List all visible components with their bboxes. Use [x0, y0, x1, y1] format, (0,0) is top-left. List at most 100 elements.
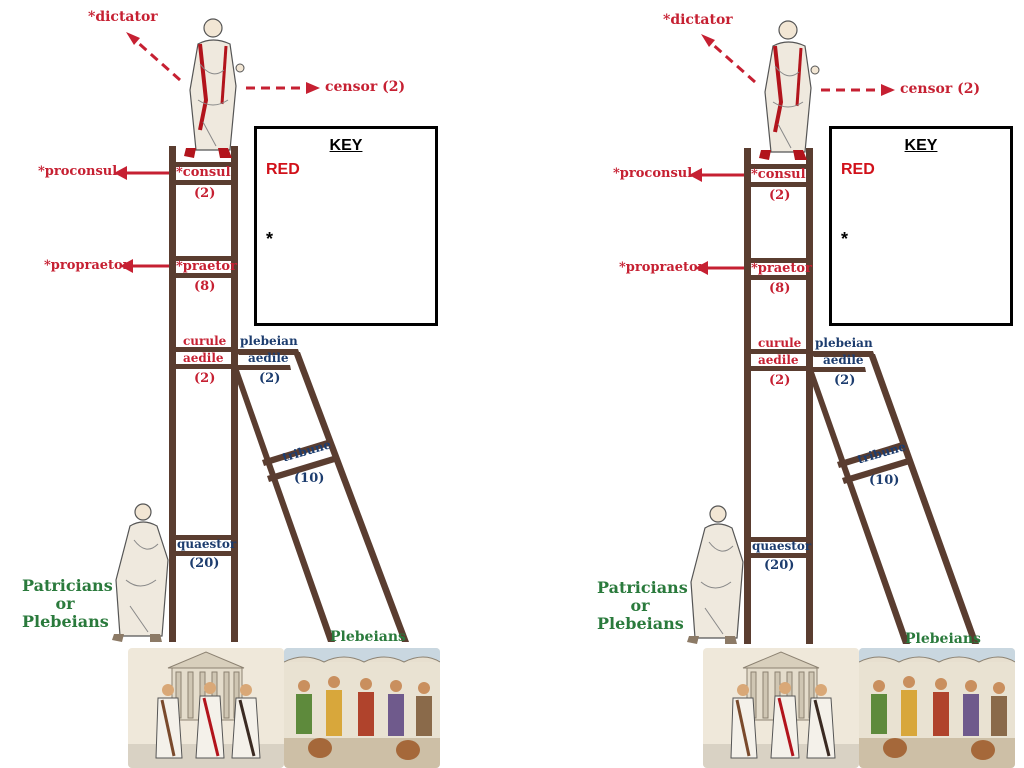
rung-praetor-bottom: [744, 275, 813, 280]
plebeian-market-image: [859, 648, 1015, 768]
key-title: KEY: [904, 137, 938, 154]
rung-aedile-top: [169, 347, 238, 352]
office-dictator: *dictator: [663, 12, 733, 28]
branch-top-rung: [233, 349, 300, 355]
office-curule-line2: aedile: [183, 351, 224, 365]
cursus-honorum-ladder-copy: [687, 20, 979, 644]
office-quaestor-count: (20): [764, 558, 795, 573]
ladder-rail-right: [231, 146, 238, 642]
rung-tribune-bottom: [842, 458, 910, 484]
ladder-panel-right: *dictator censor (2) *proconsul *consul …: [575, 0, 1024, 768]
office-plebeian-count: (2): [834, 373, 856, 388]
key-star-label: *: [266, 229, 274, 249]
office-consul-count: (2): [769, 188, 791, 203]
office-curule-line1: curule: [183, 334, 227, 348]
rung-praetor-bottom: [169, 273, 238, 278]
office-praetor-count: (8): [194, 279, 216, 294]
office-curule-count: (2): [194, 371, 216, 386]
office-plebeian-line2: aedile: [248, 351, 289, 365]
office-plebeian-line2: aedile: [823, 353, 864, 367]
rung-consul-top: [169, 162, 238, 167]
office-praetor-count: (8): [769, 281, 791, 296]
rung-quaestor-top: [169, 535, 238, 540]
group-patricians-line1: Patricians: [22, 576, 113, 595]
office-tribune-count: (10): [294, 471, 325, 486]
rung-consul-top: [744, 164, 813, 169]
group-patricians-line2: or: [55, 594, 75, 613]
rung-tribune-top: [837, 442, 904, 468]
key-box: KEY RED *: [829, 126, 1013, 326]
group-patricians-line3: Plebeians: [22, 612, 109, 631]
cursus-honorum-ladder: [112, 18, 409, 642]
office-propraetor: *propraetor: [44, 258, 130, 273]
office-plebeian-line1: plebeian: [240, 334, 298, 348]
office-praetor: *praetor: [176, 259, 237, 274]
rung-praetor-top: [169, 256, 238, 261]
office-quaestor-count: (20): [189, 556, 220, 571]
statesman-figure-bottom: [112, 503, 169, 642]
branch-aedile-rung: [808, 367, 866, 372]
rung-praetor-top: [744, 258, 813, 263]
rung-aedile-top: [744, 349, 813, 354]
ladder-rail-left: [169, 146, 176, 642]
statesman-figure-bottom: [687, 505, 744, 644]
key-title: KEY: [329, 137, 363, 154]
rung-tribune-top: [262, 440, 329, 466]
branch-top-rung: [808, 351, 875, 357]
rung-aedile-bottom: [169, 364, 238, 369]
rung-quaestor-top: [744, 537, 813, 542]
office-proconsul: *proconsul: [38, 164, 118, 179]
ladder-panel-left: *dictator censor (2) *proconsul *consul …: [22, 9, 440, 768]
key-box: KEY RED *: [254, 126, 438, 326]
office-consul: *consul: [176, 165, 231, 180]
office-censor: censor (2): [325, 79, 406, 95]
rung-consul-bottom: [744, 182, 813, 187]
group-plebeians: Plebeians: [330, 629, 406, 645]
office-curule-count: (2): [769, 373, 791, 388]
rung-quaestor-bottom: [744, 553, 813, 558]
key-star-label: *: [841, 229, 849, 249]
arrow-proconsul-head: [114, 166, 127, 180]
group-patricians-line2: or: [630, 596, 650, 615]
rung-aedile-bottom: [744, 366, 813, 371]
office-plebeian-line1: plebeian: [815, 336, 873, 350]
ladder-rail-left: [744, 148, 751, 644]
rung-quaestor-bottom: [169, 551, 238, 556]
office-propraetor: *propraetor: [619, 260, 705, 275]
branch-rail-outer: [293, 352, 409, 642]
office-consul: *consul: [751, 167, 806, 182]
office-plebeian-count: (2): [259, 371, 281, 386]
patrician-scene-image: [703, 648, 859, 768]
office-praetor: *praetor: [751, 261, 812, 276]
arrow-dictator-line: [134, 38, 181, 82]
office-consul-count: (2): [194, 186, 216, 201]
office-censor: censor (2): [900, 81, 981, 97]
statesman-figure-top: [184, 18, 245, 158]
key-red-label: RED: [266, 161, 300, 178]
statesman-figure-top: [759, 20, 820, 160]
branch-aedile-rung: [233, 365, 291, 370]
branch-rail-outer: [868, 354, 979, 644]
group-plebeians: Plebeians: [905, 631, 981, 647]
branch-rail-inner: [808, 372, 910, 644]
branch-rail-inner: [233, 370, 335, 642]
group-patricians-line1: Patricians: [597, 578, 688, 597]
office-quaestor: quaestor: [177, 537, 237, 551]
patrician-scene-image: [128, 648, 284, 768]
arrow-dictator-head: [126, 32, 140, 45]
office-proconsul: *proconsul: [613, 166, 693, 181]
ladder-rail-right: [806, 148, 813, 644]
arrow-propraetor-head: [695, 261, 708, 275]
rung-tribune-bottom: [267, 456, 335, 482]
office-quaestor: quaestor: [752, 539, 812, 553]
rung-consul-bottom: [169, 180, 238, 185]
key-red-label: RED: [841, 161, 875, 178]
office-dictator: *dictator: [88, 9, 158, 25]
arrow-dictator-head: [701, 34, 715, 47]
arrow-dictator-line: [709, 40, 756, 84]
arrow-censor-head: [306, 82, 320, 94]
office-curule-line2: aedile: [758, 353, 799, 367]
office-tribune-count: (10): [869, 473, 900, 488]
arrow-censor-head: [881, 84, 895, 96]
plebeian-market-image: [284, 648, 440, 768]
